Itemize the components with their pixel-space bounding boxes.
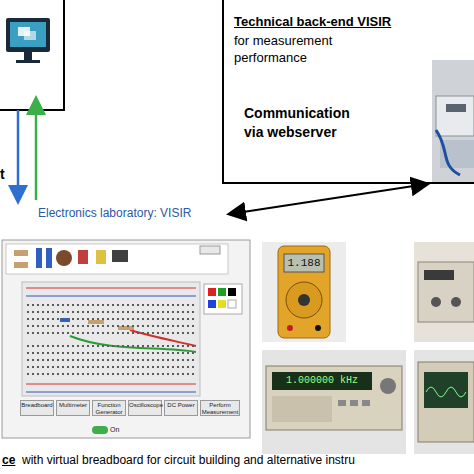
function-generator-photo [262,350,406,454]
lab-heading: Electronics laboratory: VISIR [38,205,228,223]
node-heading: Technical back-end VISIR [234,14,434,30]
multimeter-photo [262,242,346,342]
client-box [0,0,64,110]
backend-box: Technical back-end VISIR for measurement … [222,0,474,184]
request-arrow [17,110,20,200]
node-heading: Electronics laboratory: VISIR [38,206,228,221]
toggle-label: On [110,426,130,434]
breadboard-screenshot [2,240,250,438]
oscilloscope-photo [414,350,474,454]
node-body: for measurement performance [234,32,352,66]
menu-button: Oscilloscope [128,400,162,416]
computer-icon [6,18,50,63]
breadboard-holes [27,304,194,375]
toggle-switch [92,426,108,434]
edge-label: Communication via webserver [244,104,364,142]
display-reading: 1.188 [286,256,322,270]
response-arrow [35,100,38,200]
caption-fragment: with virtual breadboard for circuit buil… [22,453,474,468]
equipment-photo [432,60,474,182]
arrow-label: t [0,166,20,182]
caption-fragment: ce [2,453,22,468]
double-arrow [230,184,427,214]
menu-button: Perform Measurement [200,400,240,416]
menu-button: Function Generator [92,400,126,416]
display-reading: 1.000000 kHz [272,375,372,387]
power-supply-photo [414,242,474,342]
menu-button: DC Power [164,400,198,416]
menu-button: Breadboard [20,400,54,416]
menu-button: Multimeter [56,400,90,416]
